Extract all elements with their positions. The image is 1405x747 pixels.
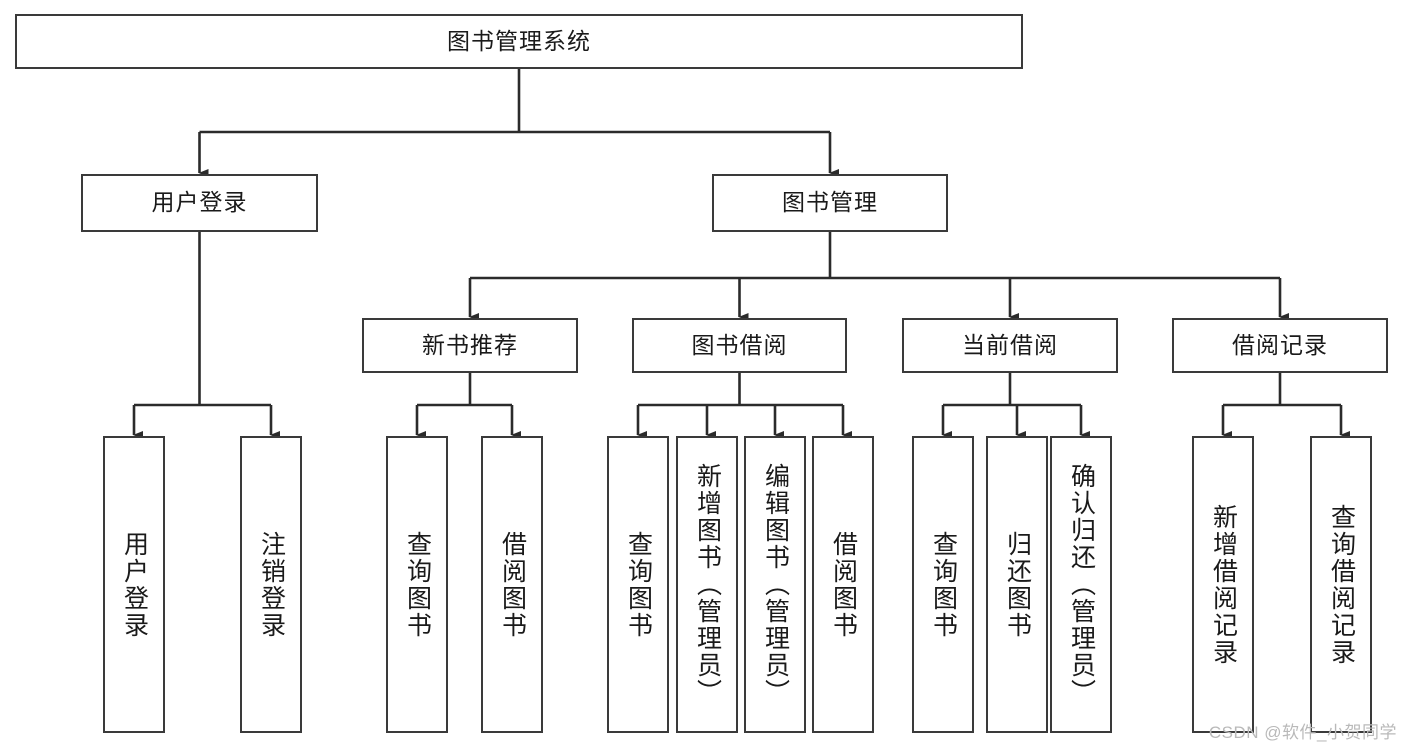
node-root[interactable]: 图书管理系统 (15, 14, 1023, 69)
node-leaf-query-book-2[interactable]: 查询图书 (607, 436, 669, 733)
node-leaf-edit-book-admin[interactable]: 编辑图书（管理员） (744, 436, 806, 733)
node-leaf-confirm-return-admin[interactable]: 确认归还（管理员） (1050, 436, 1112, 733)
node-leaf-return-book[interactable]: 归还图书 (986, 436, 1048, 733)
node-label: 借阅图书 (498, 530, 527, 639)
node-label: 当前借阅 (962, 331, 1058, 358)
node-label: 查询图书 (624, 530, 653, 639)
node-book-manage[interactable]: 图书管理 (712, 174, 948, 232)
node-label: 新书推荐 (422, 331, 518, 358)
node-label: 图书管理 (782, 189, 878, 216)
node-label: 借阅图书 (829, 530, 858, 639)
node-label: 图书借阅 (691, 331, 788, 358)
node-label: 编辑图书（管理员） (761, 463, 790, 706)
node-label: 归还图书 (1003, 530, 1032, 639)
node-label: 新增图书（管理员） (693, 463, 722, 706)
node-label: 新增借阅记录 (1209, 503, 1238, 666)
node-leaf-query-book-1[interactable]: 查询图书 (386, 436, 448, 733)
node-label: 注销登录 (257, 530, 286, 639)
node-leaf-logout[interactable]: 注销登录 (240, 436, 302, 733)
node-new-book-recommend[interactable]: 新书推荐 (362, 318, 578, 373)
watermark-text: CSDN @软件_小贺同学 (1208, 723, 1397, 742)
node-label: 确认归还（管理员） (1067, 463, 1096, 706)
node-borrow-record[interactable]: 借阅记录 (1172, 318, 1388, 373)
node-label: 用户登录 (151, 189, 248, 216)
node-leaf-user-login[interactable]: 用户登录 (103, 436, 165, 733)
node-label: 图书管理系统 (447, 27, 591, 54)
node-book-borrow[interactable]: 图书借阅 (632, 318, 847, 373)
node-label: 查询借阅记录 (1327, 503, 1356, 666)
node-user-login[interactable]: 用户登录 (81, 174, 318, 232)
node-leaf-borrow-book-2[interactable]: 借阅图书 (812, 436, 874, 733)
node-label: 用户登录 (120, 530, 149, 639)
node-label: 查询图书 (403, 530, 432, 639)
node-leaf-add-book-admin[interactable]: 新增图书（管理员） (676, 436, 738, 733)
node-label: 借阅记录 (1232, 331, 1328, 358)
node-label: 查询图书 (929, 530, 958, 639)
node-leaf-query-book-3[interactable]: 查询图书 (912, 436, 974, 733)
node-current-borrow[interactable]: 当前借阅 (902, 318, 1118, 373)
connector-lines (132, 69, 1350, 439)
node-leaf-query-borrow-record[interactable]: 查询借阅记录 (1310, 436, 1372, 733)
node-leaf-add-borrow-record[interactable]: 新增借阅记录 (1192, 436, 1254, 733)
node-leaf-borrow-book-1[interactable]: 借阅图书 (481, 436, 543, 733)
